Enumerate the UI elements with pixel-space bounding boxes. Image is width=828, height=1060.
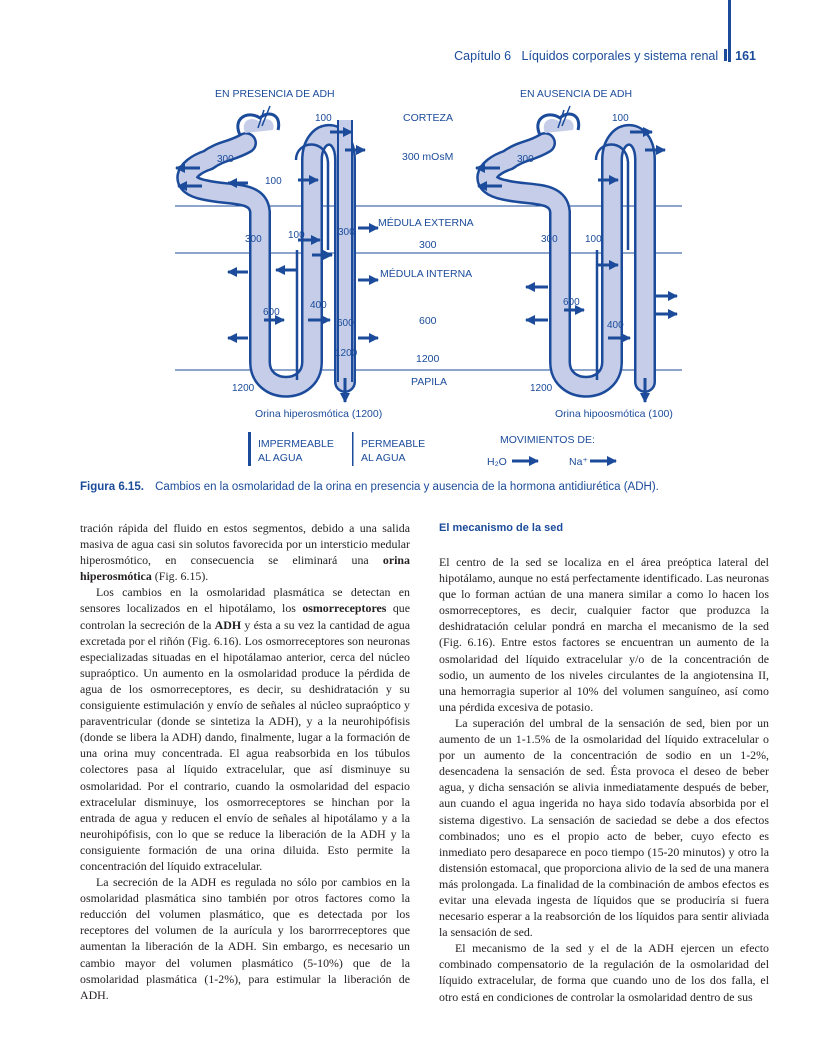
value-left-600-duct: 600 <box>337 318 354 329</box>
nephron-figure: EN PRESENCIA DE ADH EN AUSENCIA DE ADH C… <box>174 88 682 468</box>
nephron-without-adh <box>476 105 656 398</box>
page-number: 161 <box>735 49 756 63</box>
legend-impermeable-2: AL AGUA <box>258 452 303 464</box>
zone-papila-value: 1200 <box>416 353 440 365</box>
impermeable-swatch <box>248 432 251 466</box>
bold-term: orina hiperosmótica <box>80 553 410 584</box>
text-run: Los cambios en la osmolaridad plasmática… <box>80 585 410 616</box>
value-right-300-prox: 300 <box>517 154 534 165</box>
value-right-100-top: 100 <box>612 113 629 124</box>
section-heading: El mecanismo de la sed <box>439 522 564 534</box>
running-header: Capítulo 6 Líquidos corporales y sistema… <box>454 49 756 63</box>
zone-corteza-value: 300 mOsM <box>402 151 453 163</box>
permeable-swatch <box>352 432 354 466</box>
chapter-label: Capítulo 6 <box>454 49 512 63</box>
left-panel-title: EN PRESENCIA DE ADH <box>215 88 335 100</box>
caption-text: Cambios en la osmolaridad de la orina en… <box>155 481 659 493</box>
movement-arrows-left <box>174 126 380 344</box>
afferent-vessel <box>557 105 571 129</box>
paragraph: El mecanismo de la sed y el de la ADH ej… <box>439 941 769 1004</box>
right-output-label: Orina hipoosmótica (100) <box>555 408 673 420</box>
value-left-1200-loop: 1200 <box>232 383 255 394</box>
glomerulus-cap <box>536 112 581 136</box>
text-run: (Fig. 6.15). <box>151 569 209 584</box>
nephron-lumen <box>178 126 354 396</box>
chapter-title: Líquidos corporales y sistema renal <box>521 49 719 63</box>
value-left-100-a: 100 <box>265 176 282 187</box>
paragraph: tración rápida del fluido en estos segme… <box>80 520 410 584</box>
value-right-600: 600 <box>563 297 580 308</box>
movement-arrows-right <box>474 126 679 344</box>
zone-papila: PAPILA <box>411 376 447 388</box>
legend-impermeable-1: IMPERMEABLE <box>258 438 334 450</box>
value-right-1200-loop: 1200 <box>530 383 553 394</box>
text-column-left: tración rápida del fluido en estos segme… <box>80 520 410 1003</box>
caption-label: Figura 6.15. <box>80 481 144 493</box>
value-right-400: 400 <box>607 320 624 331</box>
text-run: tración rápida del fluido en estos segme… <box>80 521 410 568</box>
glomerulus-cap <box>236 112 281 136</box>
legend-movements: MOVIMIENTOS DE: <box>500 434 595 446</box>
value-left-1200-duct: 1200 <box>335 348 358 359</box>
nephron-with-adh <box>176 105 356 398</box>
text-column-right: El mecanismo de la sed El centro de la s… <box>439 520 769 1005</box>
nephron-lumen <box>478 126 654 396</box>
header-accent-bar <box>728 0 731 62</box>
zone-medula-externa: MÉDULA EXTERNA <box>378 216 474 229</box>
figure-legend: IMPERMEABLE AL AGUA PERMEABLE AL AGUA MO… <box>248 432 618 468</box>
value-left-600: 600 <box>263 307 280 318</box>
legend-h2o: H₂O <box>487 456 507 468</box>
value-left-300-prox: 300 <box>217 154 234 165</box>
paragraph: El centro de la sed se localiza en el ár… <box>439 555 769 714</box>
legend-na: Na⁺ <box>569 456 588 468</box>
zone-medula-externa-value: 300 <box>419 239 437 251</box>
value-right-300-limb: 300 <box>541 234 558 245</box>
value-left-100-top: 100 <box>315 113 332 124</box>
figure-caption: Figura 6.15. Cambios en la osmolaridad d… <box>80 481 659 493</box>
zone-medula-interna-value: 600 <box>419 315 437 327</box>
value-left-300-duct: 300 <box>338 227 355 238</box>
value-left-100-b: 100 <box>288 230 305 241</box>
right-panel-title: EN AUSENCIA DE ADH <box>520 88 632 100</box>
paragraph: La superación del umbral de la sensación… <box>439 715 769 940</box>
value-left-300-limb: 300 <box>245 234 262 245</box>
inner-loop <box>594 143 630 250</box>
legend-permeable-2: AL AGUA <box>361 452 406 464</box>
bold-term: ADH <box>214 617 242 632</box>
header-separator <box>724 49 728 61</box>
left-output-label: Orina hiperosmótica (1200) <box>255 408 382 420</box>
value-left-400: 400 <box>310 300 327 311</box>
text-run: y ésta a su vez la cantidad de agua excr… <box>80 617 411 873</box>
paragraph: La secreción de la ADH es regulada no só… <box>80 875 410 1002</box>
text-run: que controlan la secreción de la <box>80 601 410 632</box>
zone-corteza: CORTEZA <box>403 112 453 124</box>
zone-medula-interna: MÉDULA INTERNA <box>380 267 472 280</box>
value-right-100-limb: 100 <box>585 234 602 245</box>
paragraph: Los cambios en la osmolaridad plasmática… <box>80 584 410 874</box>
afferent-vessel <box>257 105 271 129</box>
legend-permeable-1: PERMEABLE <box>361 438 425 450</box>
bold-term: osmorreceptores <box>302 601 387 616</box>
inner-loop <box>294 143 330 250</box>
